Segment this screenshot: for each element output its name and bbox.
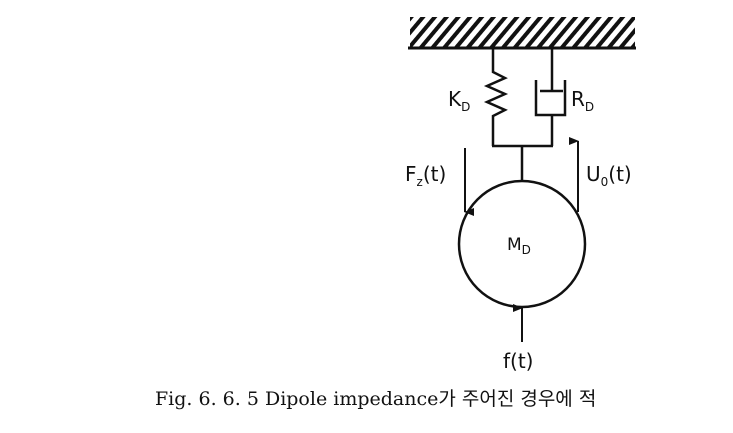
spring xyxy=(483,48,509,146)
force-label: Fz(t) xyxy=(405,162,446,189)
figure-caption: Fig. 6. 6. 5 Dipole impedance가 주어진 경우에 적 xyxy=(155,388,597,410)
mass-label: MD xyxy=(507,235,531,257)
damper xyxy=(534,48,567,146)
damper-label: RD xyxy=(571,87,594,114)
velocity-label: U0(t) xyxy=(586,162,632,189)
fixed-ground xyxy=(408,17,636,50)
connector xyxy=(492,144,553,181)
spring-label: KD xyxy=(448,87,470,114)
input-force-label: f(t) xyxy=(503,349,534,373)
